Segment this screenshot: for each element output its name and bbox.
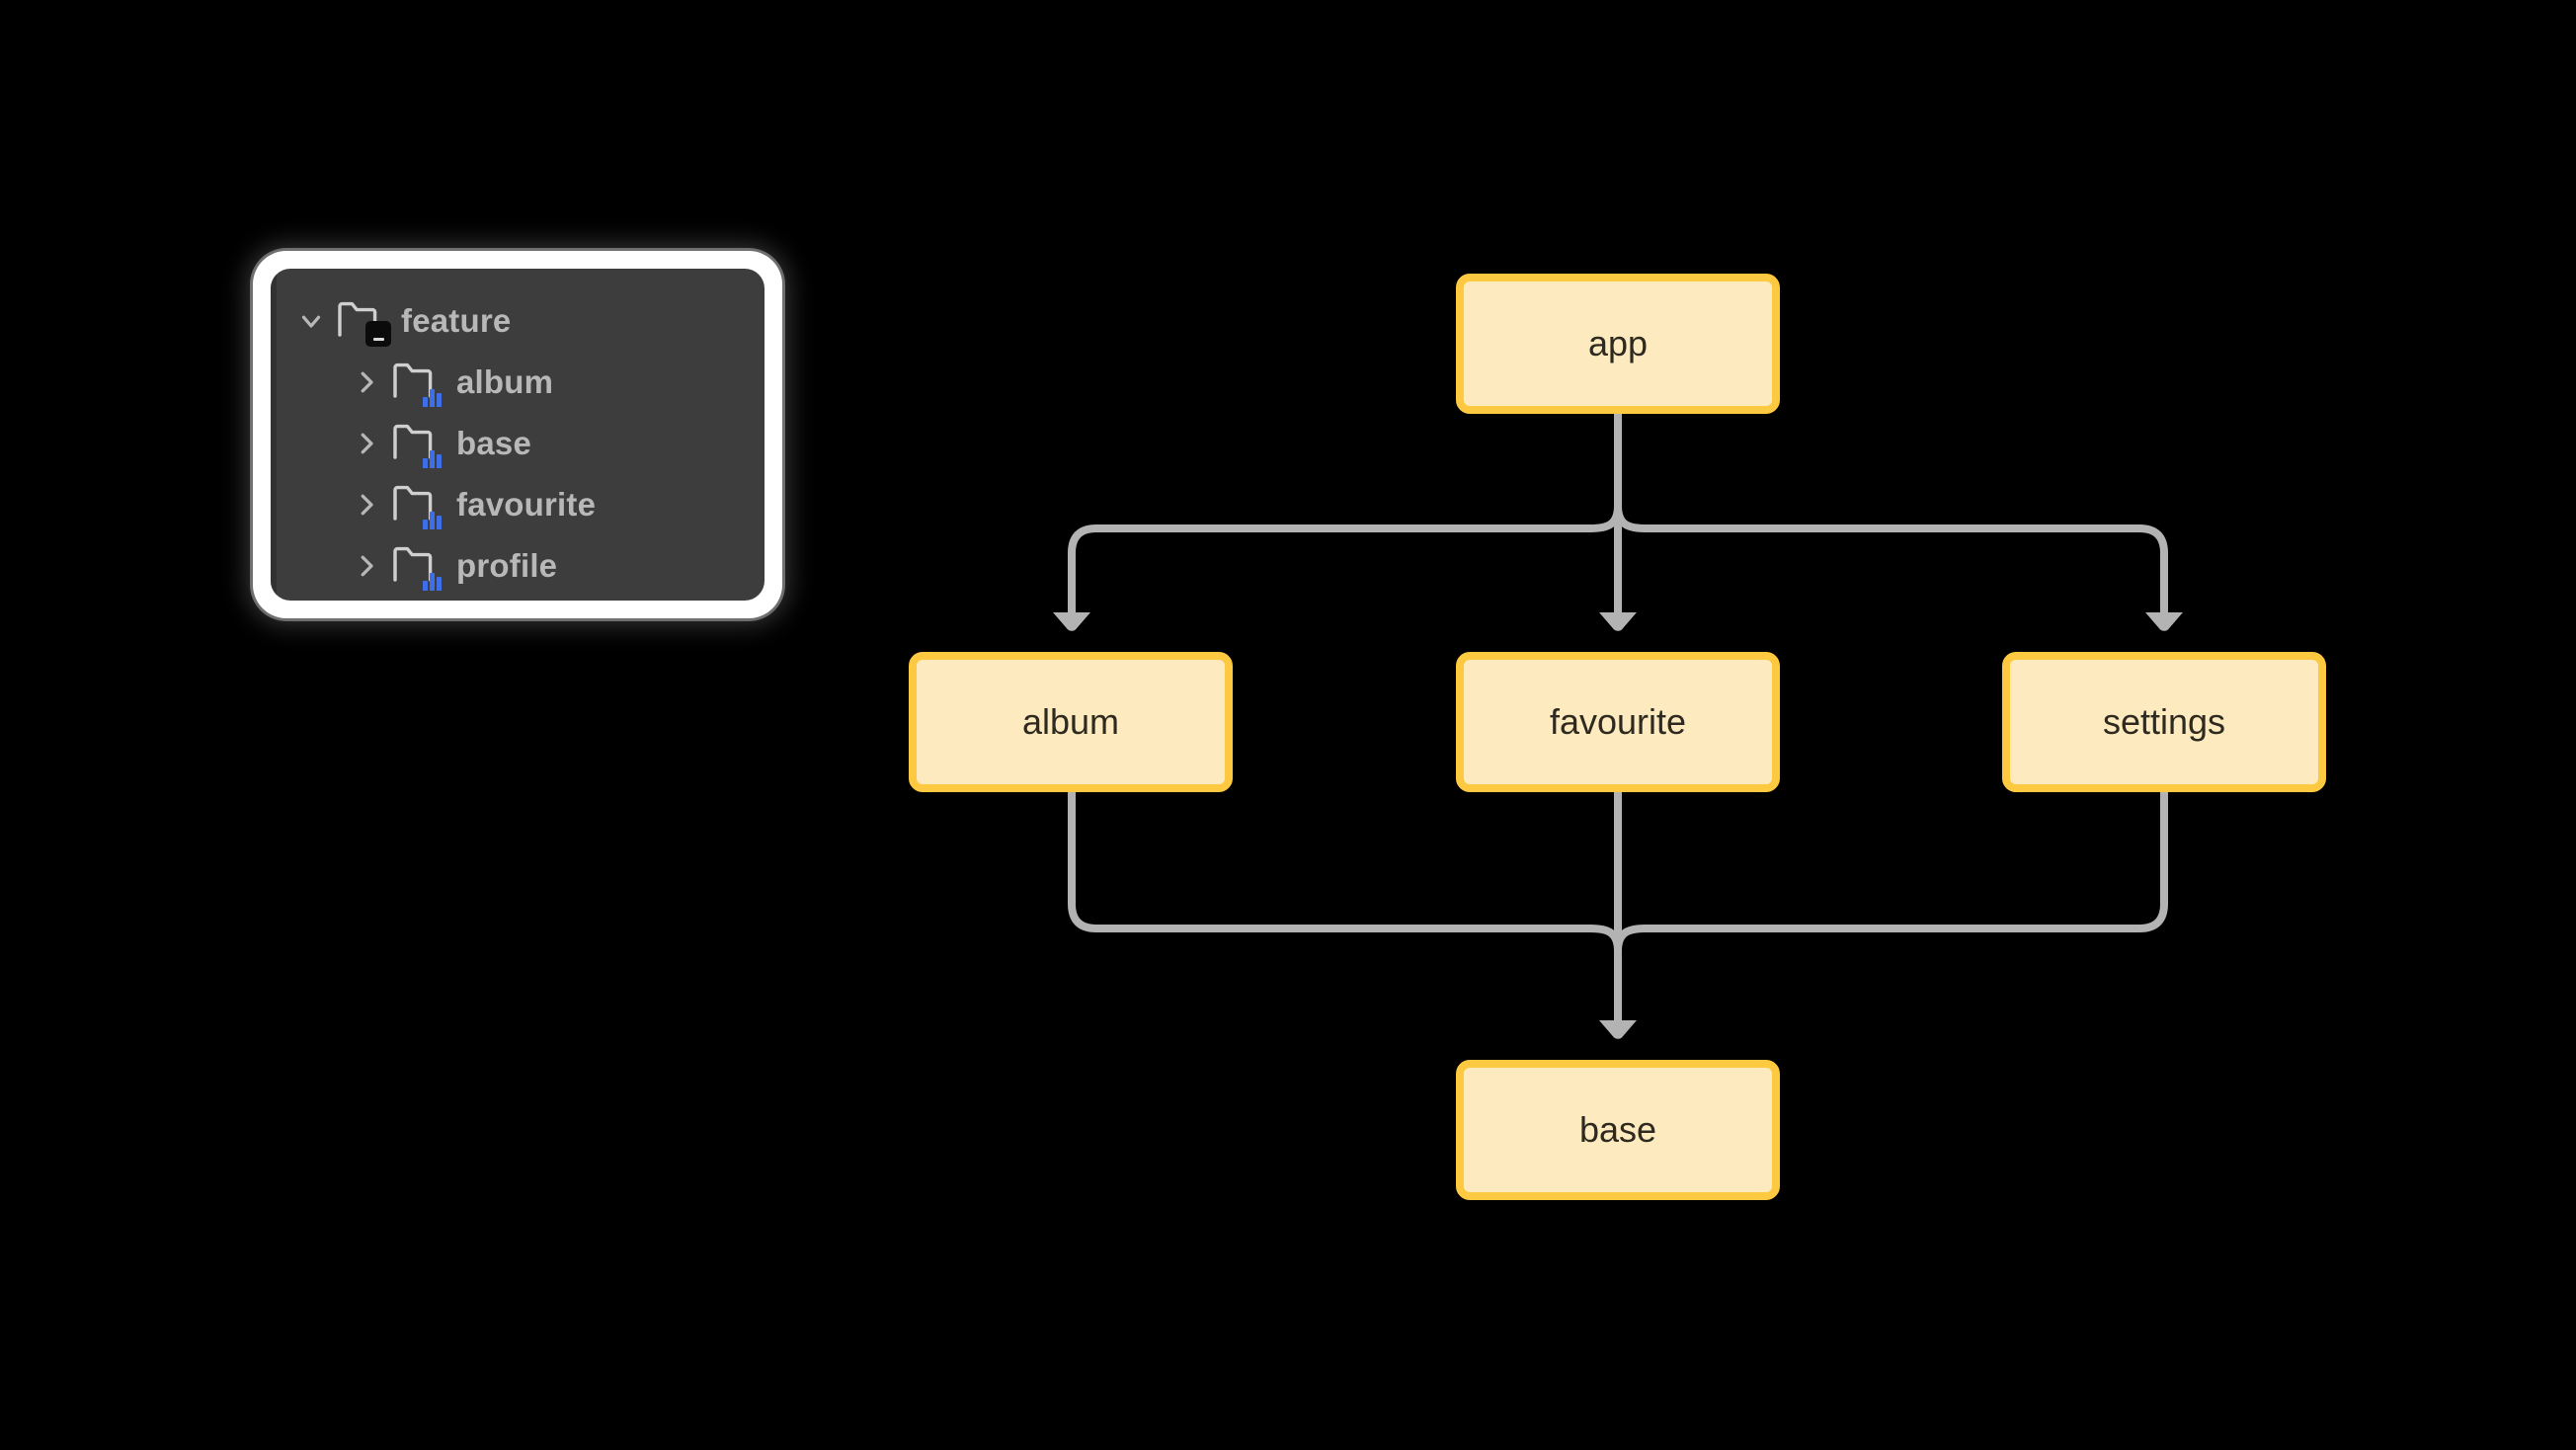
terminal-badge-icon (365, 321, 391, 347)
chevron-right-icon[interactable] (346, 423, 387, 464)
diagram-node-album[interactable]: album (909, 652, 1233, 792)
tree-row-profile[interactable]: profile (271, 535, 765, 597)
tree-item-label: profile (456, 547, 558, 584)
indent-guide (271, 269, 277, 601)
chevron-down-icon[interactable] (290, 300, 332, 342)
edge-app-settings (1614, 505, 2164, 624)
tree-item-label: favourite (456, 486, 597, 523)
bar-chart-badge-icon (420, 443, 444, 468)
edge-album-base (1068, 792, 1622, 952)
folder-icon (391, 544, 444, 591)
folder-icon (391, 422, 444, 468)
node-label: album (1021, 701, 1120, 742)
chevron-right-icon[interactable] (346, 362, 387, 403)
tree-row-base[interactable]: base (271, 413, 765, 474)
bar-chart-badge-icon (420, 505, 444, 529)
folder-icon (391, 483, 444, 529)
file-tree-panel: feature album (253, 251, 782, 618)
edge-settings-base (1614, 792, 2168, 952)
node-label: base (1578, 1109, 1657, 1150)
tree-item-label: feature (401, 302, 512, 339)
node-label: settings (2102, 701, 2226, 742)
folder-icon (336, 299, 391, 347)
chevron-right-icon[interactable] (346, 484, 387, 525)
diagram-node-settings[interactable]: settings (2002, 652, 2326, 792)
bar-chart-badge-icon (420, 382, 444, 407)
bar-chart-badge-icon (420, 566, 444, 591)
tree-row-album[interactable]: album (271, 352, 765, 413)
folder-icon (391, 361, 444, 407)
tree-item-label: base (456, 425, 532, 461)
diagram-node-favourite[interactable]: favourite (1456, 652, 1780, 792)
node-label: app (1587, 323, 1649, 363)
diagram-node-base[interactable]: base (1456, 1060, 1780, 1200)
tree-item-label: album (456, 363, 554, 400)
chevron-right-icon[interactable] (346, 545, 387, 587)
tree-row-feature[interactable]: feature (271, 290, 765, 352)
diagram-node-app[interactable]: app (1456, 274, 1780, 414)
tree-row-favourite[interactable]: favourite (271, 474, 765, 535)
edge-app-album (1072, 505, 1622, 624)
node-label: favourite (1549, 701, 1687, 742)
file-tree-body: feature album (271, 269, 765, 601)
